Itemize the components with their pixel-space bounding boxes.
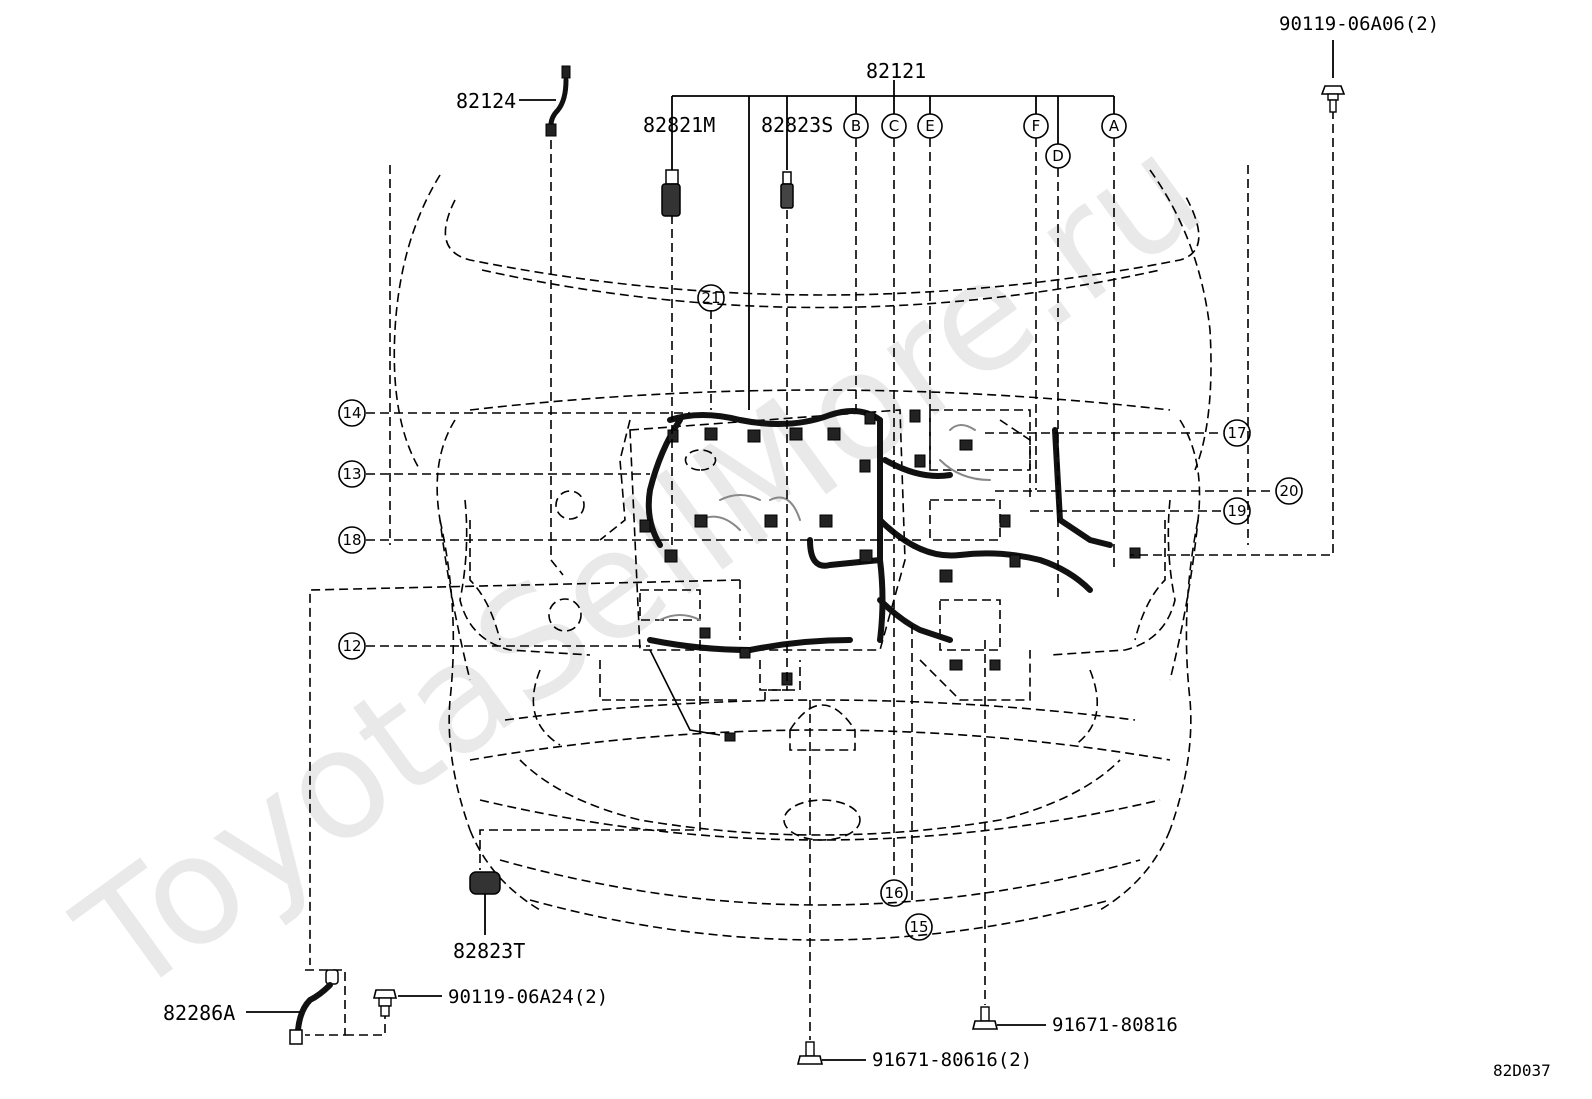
callout-C-text: C [889, 117, 899, 135]
callout-C[interactable]: C [881, 113, 907, 139]
label-82121[interactable]: 82121 [866, 59, 926, 83]
part-82823S-icon[interactable] [780, 171, 794, 209]
callout-16-text: 16 [884, 884, 903, 902]
bracket-82121 [671, 80, 1115, 410]
label-91671-80616[interactable]: 91671-80616(2) [872, 1049, 1032, 1071]
leader-lines [305, 110, 1334, 1040]
callout-A-text: A [1109, 117, 1120, 135]
label-82821M[interactable]: 82821M [643, 113, 715, 137]
bolt-91671-80816-icon[interactable] [971, 1006, 1046, 1030]
callout-16[interactable]: 16 [880, 879, 908, 907]
label-90119-06A06[interactable]: 90119-06A06(2) [1279, 13, 1439, 35]
part-82124-icon[interactable] [519, 65, 571, 137]
callout-21[interactable]: 21 [697, 284, 725, 312]
callout-21-text: 21 [701, 289, 720, 307]
callout-17-text: 17 [1227, 424, 1246, 442]
vehicle-body-outline [389, 165, 1249, 941]
callout-A[interactable]: A [1101, 113, 1127, 139]
callout-20-text: 20 [1279, 482, 1298, 500]
callout-15-text: 15 [909, 918, 928, 936]
callout-19-text: 19 [1227, 502, 1246, 520]
label-90119-06A24[interactable]: 90119-06A24(2) [448, 986, 608, 1008]
label-82823S[interactable]: 82823S [761, 113, 833, 137]
callout-17[interactable]: 17 [1223, 419, 1251, 447]
bolt-90119-06A06-icon[interactable] [1320, 40, 1346, 113]
callout-13[interactable]: 13 [338, 460, 366, 488]
callout-F[interactable]: F [1023, 113, 1049, 139]
part-82821M-icon[interactable] [661, 169, 681, 217]
callout-F-text: F [1032, 117, 1041, 135]
callout-D-text: D [1052, 147, 1064, 165]
callout-18-text: 18 [342, 531, 361, 549]
label-82286A[interactable]: 82286A [163, 1001, 235, 1025]
callout-12[interactable]: 12 [338, 632, 366, 660]
callout-D[interactable]: D [1045, 143, 1071, 169]
callout-19[interactable]: 19 [1223, 497, 1251, 525]
callout-14[interactable]: 14 [338, 399, 366, 427]
part-82286A-icon[interactable] [246, 969, 339, 1045]
callout-E[interactable]: E [917, 113, 943, 139]
callout-B-text: B [851, 117, 861, 135]
callout-B[interactable]: B [843, 113, 869, 139]
engine-wire-harness [639, 408, 1141, 742]
label-82823T[interactable]: 82823T [453, 939, 525, 963]
callout-E-text: E [925, 117, 934, 135]
part-82823T-icon[interactable] [469, 871, 501, 935]
callout-14-text: 14 [342, 404, 361, 422]
bolt-91671-80616-icon[interactable] [796, 1041, 866, 1065]
label-91671-80816[interactable]: 91671-80816 [1052, 1014, 1178, 1036]
callout-13-text: 13 [342, 465, 361, 483]
callout-15[interactable]: 15 [905, 913, 933, 941]
callout-18[interactable]: 18 [338, 526, 366, 554]
bolt-90119-06A24-icon[interactable] [372, 989, 442, 1017]
callout-20[interactable]: 20 [1275, 477, 1303, 505]
label-82124[interactable]: 82124 [456, 89, 516, 113]
diagram-code: 82D037 [1493, 1061, 1551, 1080]
callout-12-text: 12 [342, 637, 361, 655]
